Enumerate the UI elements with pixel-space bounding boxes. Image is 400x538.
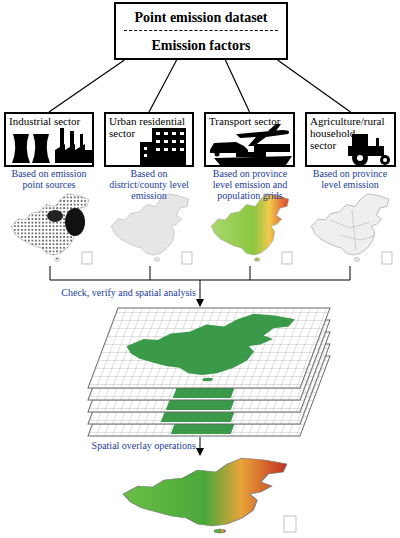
step-label: Spatial overlay operations: [40, 440, 196, 451]
connector-line: [49, 60, 124, 112]
method-note: Based on emission point sources: [4, 168, 94, 190]
final-map: [123, 458, 296, 533]
box-heading: Point emission dataset: [116, 9, 286, 26]
sector-title: Urban residential sector: [109, 115, 195, 139]
sector-box: Transport sector: [204, 112, 295, 167]
industry-icon: [12, 128, 92, 163]
source-box: Point emission datasetEmission factors: [114, 2, 288, 60]
method-note: Based on district/county level emission: [104, 168, 194, 201]
dashed-divider: [124, 30, 278, 31]
transport-icons: [210, 124, 292, 165]
sector-maps: [11, 194, 392, 264]
sector-title: Transport sector: [209, 115, 295, 127]
method-note: Based on province level emission and pop…: [204, 168, 296, 201]
connector-line: [225, 60, 249, 112]
method-note: Based on province level emission: [305, 168, 395, 190]
connector-line: [278, 60, 351, 112]
sector-box: Urban residential sector: [104, 112, 194, 167]
sector-title: Agriculture/rural household sector: [310, 115, 366, 151]
grid-stack: [88, 308, 330, 436]
connector-line: [149, 60, 177, 112]
box-heading: Emission factors: [116, 37, 286, 54]
step-label: Check, verify and spatial analysis: [30, 287, 196, 298]
sector-title: Industrial sector: [9, 115, 95, 127]
building-icon: [140, 128, 186, 165]
sector-box: Agriculture/rural household sector: [305, 112, 396, 167]
sector-box: Industrial sector: [4, 112, 94, 167]
